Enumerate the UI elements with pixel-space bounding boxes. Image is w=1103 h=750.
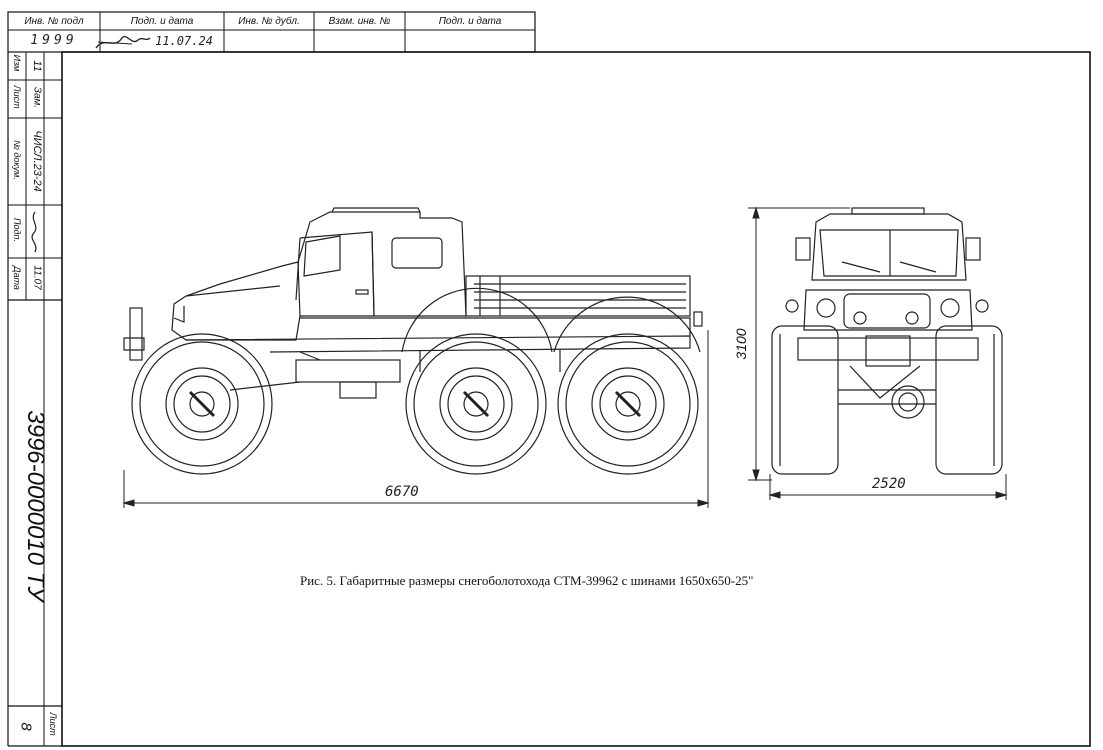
stamp-header-inv-podl: Инв. № подл [24,16,84,27]
stamp-signature-date: 11.07.24 [155,34,213,48]
dimension-width: 2520 [872,476,906,492]
stamp-header-vzam-inv: Взам. инв. № [328,16,391,27]
revision-signature-scribble [31,211,37,253]
dimension-length: 6670 [385,484,419,500]
stamp-header-podp-data: Подп. и дата [130,16,194,27]
figure-caption: Рис. 5. Габаритные размеры снегоболотохо… [300,573,754,588]
stamp-header-podp-data-2: Подп. и дата [438,16,502,27]
stamp-inv-number: 1999 [30,33,78,48]
signature-scribble [95,35,151,49]
stamp-header-inv-dubl: Инв. № дубл. [238,16,300,27]
dimension-height: 3100 [733,328,749,360]
